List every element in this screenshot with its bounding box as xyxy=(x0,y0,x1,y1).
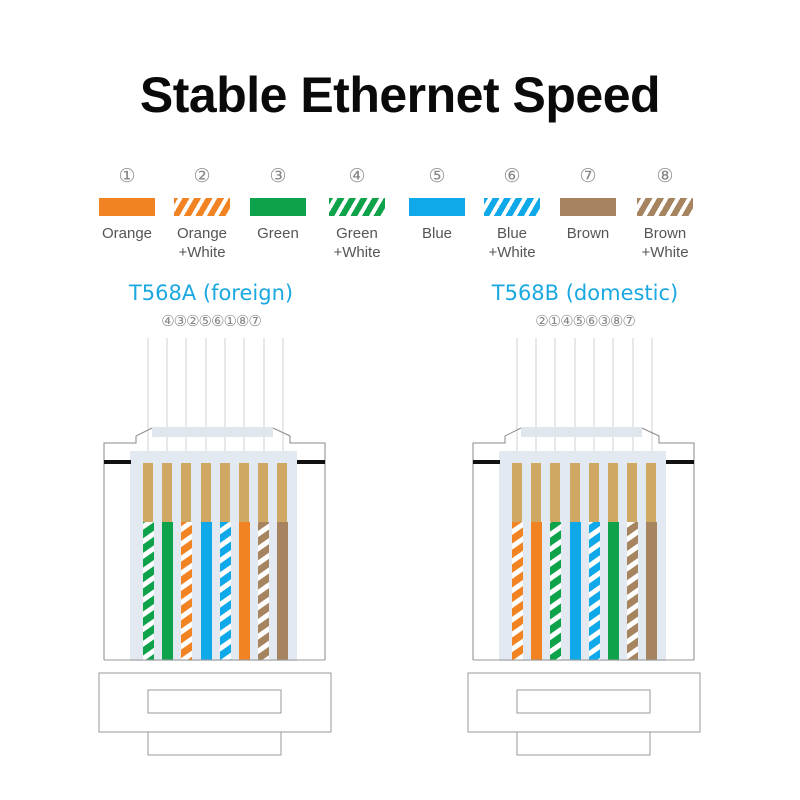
legend-item-green: ③ Green xyxy=(233,165,323,243)
swatch-brown-white xyxy=(637,198,693,216)
legend-number: ⑥ xyxy=(503,165,521,187)
legend-label: Green xyxy=(336,225,378,242)
legend-item-brown: ⑦ Brown xyxy=(543,165,633,243)
wire-blue xyxy=(201,522,212,660)
legend-label-2: +White xyxy=(178,244,226,261)
legend-number: ⑧ xyxy=(656,165,674,187)
wire-orange xyxy=(531,522,542,660)
wire-green-white xyxy=(550,522,561,660)
t568b-pin-order: ②①④⑤⑥③⑧⑦ xyxy=(535,312,636,330)
t568a-connector xyxy=(98,338,332,756)
legend-label: Blue xyxy=(421,225,453,242)
wire-blue-white xyxy=(589,522,600,660)
legend-label-2: +White xyxy=(641,244,689,261)
legend-number: ③ xyxy=(269,165,287,187)
wire-green xyxy=(608,522,619,660)
wire-brown xyxy=(277,522,288,660)
legend-item-blue: ⑤ Blue xyxy=(392,165,482,243)
legend-label-2: +White xyxy=(488,244,536,261)
t568a-pin-order: ④③②⑤⑥①⑧⑦ xyxy=(161,312,262,330)
t568b-connector xyxy=(467,338,701,756)
legend-label: Brown xyxy=(643,225,687,242)
page-title: Stable Ethernet Speed xyxy=(139,67,661,123)
swatch-orange-white xyxy=(174,198,230,216)
legend-number: ① xyxy=(118,165,136,187)
wire-brown xyxy=(646,522,657,660)
wire-green-white xyxy=(143,522,154,660)
wire-blue-white xyxy=(220,522,231,660)
wire-orange-white xyxy=(512,522,523,660)
legend-label: Brown xyxy=(566,225,610,242)
wire-orange-white xyxy=(181,522,192,660)
wire-orange xyxy=(239,522,250,660)
legend-item-brown-white: ⑧ Brown +White xyxy=(620,165,710,262)
legend-label: Green xyxy=(257,225,299,242)
wire-green xyxy=(162,522,173,660)
wire-blue xyxy=(570,522,581,660)
legend-number: ④ xyxy=(348,165,366,187)
wire-brown-white xyxy=(627,522,638,660)
legend-item-blue-white: ⑥ Blue +White xyxy=(467,165,557,262)
swatch-brown xyxy=(560,198,616,216)
legend-number: ⑤ xyxy=(428,165,446,187)
swatch-blue xyxy=(409,198,465,216)
swatch-orange xyxy=(99,198,155,216)
t568b-title: T568B (domestic) xyxy=(491,281,679,305)
legend-label: Orange xyxy=(101,225,153,242)
swatch-green-white xyxy=(329,198,385,216)
legend-label: Orange xyxy=(176,225,228,242)
wire-brown-white xyxy=(258,522,269,660)
legend-label-2: +White xyxy=(333,244,381,261)
legend-label: Blue xyxy=(496,225,528,242)
swatch-blue-white xyxy=(484,198,540,216)
legend-number: ② xyxy=(193,165,211,187)
legend-item-orange: ① Orange xyxy=(82,165,172,243)
legend-number: ⑦ xyxy=(579,165,597,187)
legend-item-green-white: ④ Green +White xyxy=(312,165,402,262)
t568a-title: T568A (foreign) xyxy=(128,281,294,305)
swatch-green xyxy=(250,198,306,216)
legend-item-orange-white: ② Orange +White xyxy=(157,165,247,262)
